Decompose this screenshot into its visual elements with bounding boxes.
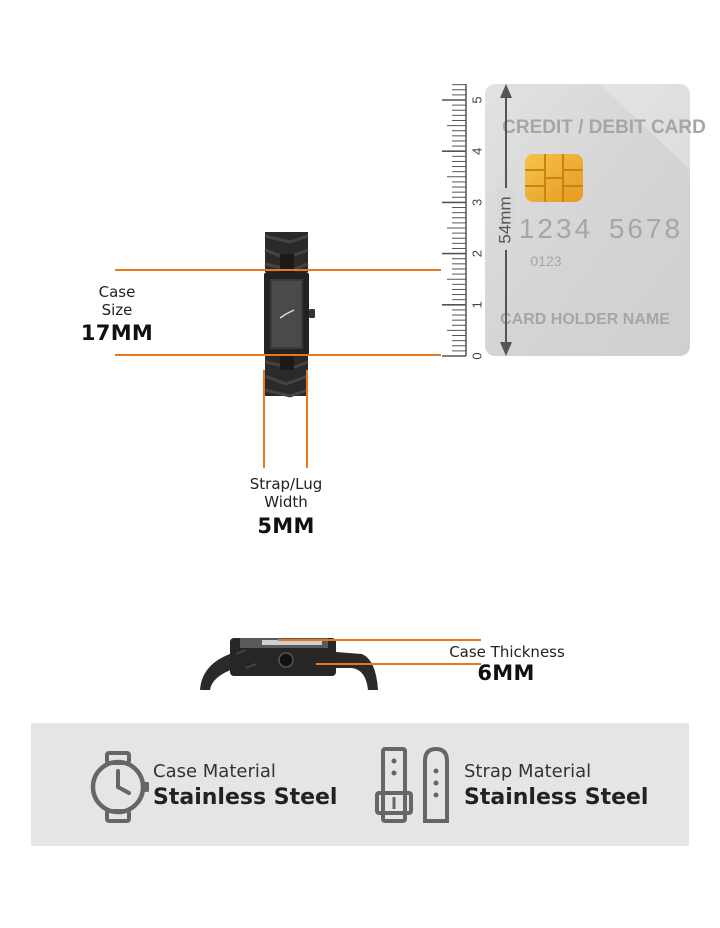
ruler-label: 4 <box>469 148 484 155</box>
ruler-label: 0 <box>469 352 484 359</box>
card-height-arrow: 54mm <box>495 84 515 356</box>
case-thickness-guides <box>278 639 481 665</box>
card-holder-name: CARD HOLDER NAME <box>500 311 670 328</box>
case-thickness-value: 6MM <box>477 661 535 685</box>
card-title: CREDIT / DEBIT CARD <box>502 117 706 138</box>
strap-width-value: 5MM <box>257 514 315 538</box>
case-material-label: Case Material <box>153 761 276 782</box>
watch-front <box>264 232 315 398</box>
case-size-label-2: Size <box>101 301 133 319</box>
ruler-label: 1 <box>469 301 484 308</box>
case-size-value: 17MM <box>80 321 154 345</box>
ruler-label: 3 <box>469 199 484 206</box>
watch-side <box>200 638 378 690</box>
watch-icon <box>90 751 149 823</box>
ruler-label: 5 <box>469 96 484 103</box>
card-number-1: 1234 <box>519 213 593 244</box>
strap-material-value: Stainless Steel <box>464 785 649 810</box>
strap-icon <box>375 747 449 823</box>
credit-card: CREDIT / DEBIT CARD 1234 5678 0123 CARD … <box>485 84 706 356</box>
mm-ruler: 0 1 2 3 4 5 <box>442 84 484 360</box>
strap-material-label: Strap Material <box>464 761 592 782</box>
ruler-label: 2 <box>469 250 484 257</box>
ruler-ticks <box>442 84 466 357</box>
case-material-value: Stainless Steel <box>153 785 338 810</box>
card-small-number: 0123 <box>530 253 561 269</box>
case-thickness-label: Case Thickness <box>449 643 565 661</box>
strap-width-guides <box>263 370 308 468</box>
card-number-2: 5678 <box>609 213 683 244</box>
materials-panel: Case Material Stainless Steel Strap Mate… <box>31 723 689 846</box>
strap-width-label-1: Strap/Lug <box>249 475 323 493</box>
case-size-label-1: Case <box>98 283 136 301</box>
card-chip-icon <box>525 154 583 202</box>
card-height-label: 54mm <box>495 196 514 243</box>
case-size-guides <box>115 269 441 356</box>
ruler-labels: 0 1 2 3 4 5 <box>469 96 484 359</box>
strap-width-label-2: Width <box>264 493 308 511</box>
